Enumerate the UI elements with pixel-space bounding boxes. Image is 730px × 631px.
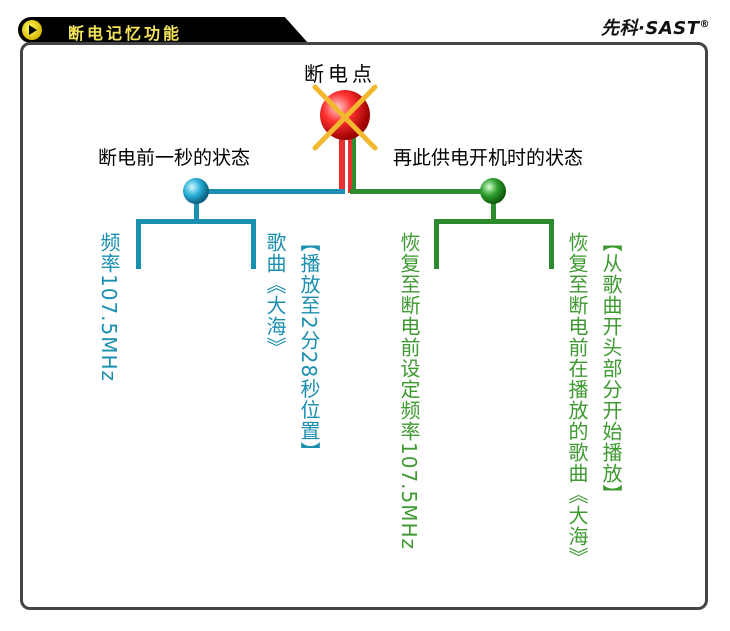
left-bracket: [136, 219, 256, 224]
left-node: [183, 178, 209, 204]
right-item-song: 恢复至断电前在播放的歌曲《大海》: [565, 232, 589, 568]
left-item-position: 【播放至2分28秒位置】: [297, 232, 321, 463]
left-branch-line: [195, 189, 345, 194]
play-icon: [22, 20, 42, 40]
center-label: 断电点: [304, 62, 376, 86]
right-branch-line: [350, 189, 493, 194]
left-item-frequency: 频率107.5MHz: [97, 232, 121, 383]
section-header: 断电记忆功能: [18, 17, 308, 43]
left-branch-label: 断电前一秒的状态: [98, 147, 251, 169]
left-stem: [339, 135, 345, 193]
cross-icon: [312, 84, 378, 151]
header-background: [18, 17, 308, 43]
right-bracket: [434, 219, 554, 224]
right-branch-label: 再此供电开机时的状态: [393, 147, 584, 169]
left-item-song: 歌曲《大海》: [263, 232, 287, 358]
right-node: [480, 178, 506, 204]
right-item-frequency: 恢复至断电前设定频率107.5MHz: [397, 232, 421, 551]
right-item-playback: 【从歌曲开头部分开始播放】: [599, 232, 623, 505]
section-title: 断电记忆功能: [68, 24, 183, 43]
brand-logo: 先科·SAST®: [601, 18, 710, 39]
right-stem: [348, 135, 354, 193]
